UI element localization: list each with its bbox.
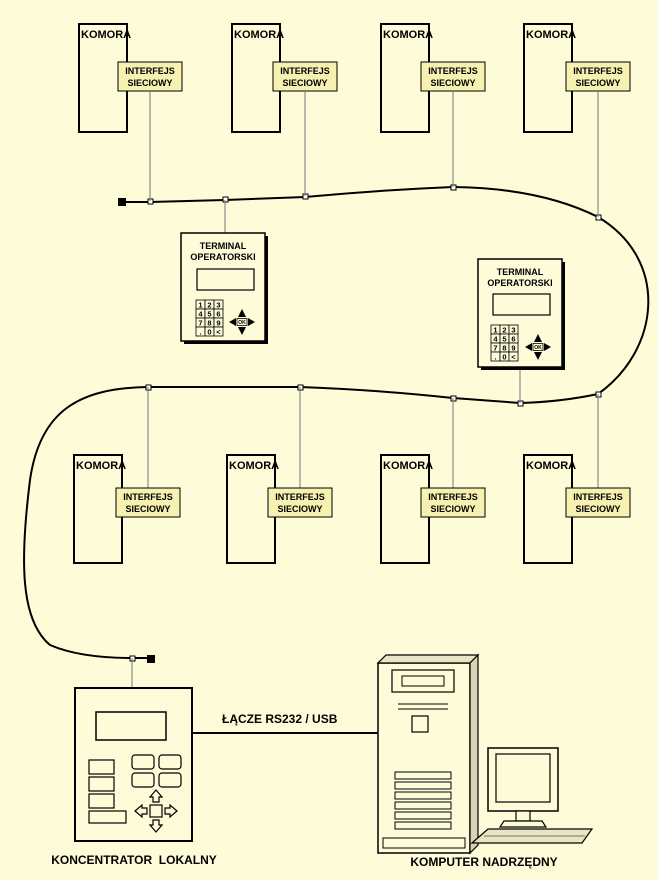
keypad-key-label: 2 <box>207 300 211 309</box>
concentrator-button <box>89 794 114 808</box>
interface-label-line2: SIECIOWY <box>575 78 620 88</box>
keypad-key-label: < <box>511 352 516 361</box>
interface-label-line2: SIECIOWY <box>282 78 327 88</box>
keypad-key-label: 7 <box>198 318 202 327</box>
chamber-bottom-4: KOMORA INTERFEJS SIECIOWY <box>524 455 630 563</box>
concentrator-button <box>89 811 126 823</box>
bus-terminator-bottom <box>147 655 155 663</box>
interface-label-line2: SIECIOWY <box>575 504 620 514</box>
concentrator-display <box>96 712 166 740</box>
chamber-label: KOMORA <box>229 460 279 472</box>
drive-bay <box>395 782 451 789</box>
interface-label-line2: SIECIOWY <box>430 78 475 88</box>
local-concentrator <box>75 688 192 841</box>
keypad-key-label: 5 <box>502 334 506 343</box>
bus-terminator-top <box>118 198 126 206</box>
interface-label-line1: INTERFEJS <box>573 492 623 502</box>
interface-label-line1: INTERFEJS <box>428 492 478 502</box>
interface-label-line2: SIECIOWY <box>125 504 170 514</box>
chamber-top-3: KOMORA INTERFEJS SIECIOWY <box>381 24 485 132</box>
drive-bay <box>395 822 451 829</box>
drive-bay <box>395 792 451 799</box>
interface-label-line1: INTERFEJS <box>428 66 478 76</box>
keypad-key-label: 3 <box>511 325 515 334</box>
chamber-top-1: KOMORA INTERFEJS SIECIOWY <box>79 24 182 132</box>
concentrator-soft-key <box>132 755 154 769</box>
ok-key-label: OK <box>238 320 246 326</box>
keypad-key-label: 5 <box>207 309 211 318</box>
interface-label-line1: INTERFEJS <box>573 66 623 76</box>
drive-bay <box>395 812 451 819</box>
terminal-display <box>493 294 550 315</box>
keypad-key-label: 1 <box>198 300 202 309</box>
chamber-top-2: KOMORA INTERFEJS SIECIOWY <box>232 24 337 132</box>
chamber-bottom-1: KOMORA INTERFEJS SIECIOWY <box>74 455 180 563</box>
computer-tower <box>378 655 478 853</box>
chamber-bottom-3: KOMORA INTERFEJS SIECIOWY <box>381 455 485 563</box>
chamber-label: KOMORA <box>383 460 433 472</box>
interface-label-line2: SIECIOWY <box>430 504 475 514</box>
drive-bay <box>395 802 451 809</box>
keypad-key-label: 6 <box>511 334 515 343</box>
chamber-bottom-2: KOMORA INTERFEJS SIECIOWY <box>227 455 332 563</box>
chamber-label: KOMORA <box>526 460 576 472</box>
keypad-key-label: 2 <box>502 325 506 334</box>
keypad-key-label: 9 <box>216 318 220 327</box>
interface-label-line1: INTERFEJS <box>280 66 330 76</box>
rs232-link-label: ŁĄCZE RS232 / USB <box>222 712 338 726</box>
keypad-key-label: . <box>199 327 201 336</box>
concentrator-button <box>89 777 114 791</box>
interface-label-line2: SIECIOWY <box>127 78 172 88</box>
concentrator-soft-key <box>159 773 181 787</box>
terminal-label-line2: OPERATORSKI <box>190 252 255 262</box>
interface-label-line1: INTERFEJS <box>125 66 175 76</box>
chamber-label: KOMORA <box>76 460 126 472</box>
keypad-key-label: 0 <box>502 352 506 361</box>
concentrator-soft-key <box>132 773 154 787</box>
interface-label-line1: INTERFEJS <box>123 492 173 502</box>
keypad-key-label: 7 <box>493 343 497 352</box>
computer-caption: KOMPUTER NADRZĘDNY <box>410 855 557 869</box>
keypad-key-label: < <box>216 327 221 336</box>
terminal-label-line1: TERMINAL <box>497 267 544 277</box>
terminal-display <box>197 269 254 290</box>
keypad-key-label: 8 <box>207 318 211 327</box>
terminal-label-line1: TERMINAL <box>200 241 247 251</box>
bus-cable <box>24 187 648 658</box>
host-computer <box>378 655 592 853</box>
keypad-key-label: 6 <box>216 309 220 318</box>
keypad-key-label: 8 <box>502 343 506 352</box>
concentrator-soft-key <box>159 755 181 769</box>
chamber-label: KOMORA <box>383 29 433 41</box>
interface-label-line1: INTERFEJS <box>275 492 325 502</box>
chamber-top-4: KOMORA INTERFEJS SIECIOWY <box>524 24 630 132</box>
computer-monitor <box>488 748 558 827</box>
keypad-key-label: 1 <box>493 325 497 334</box>
keypad-key-label: 9 <box>511 343 515 352</box>
ok-key-label: OK <box>534 345 542 351</box>
enter-button-icon <box>150 805 162 817</box>
concentrator-caption: KONCENTRATOR LOKALNY <box>51 853 217 867</box>
keypad-key-label: 0 <box>207 327 211 336</box>
chamber-label: KOMORA <box>81 29 131 41</box>
chamber-label: KOMORA <box>526 29 576 41</box>
interface-label-line2: SIECIOWY <box>277 504 322 514</box>
chamber-label: KOMORA <box>234 29 284 41</box>
keypad-key-label: 3 <box>216 300 220 309</box>
drive-bay <box>395 772 451 779</box>
concentrator-button <box>89 760 114 774</box>
terminal-label-line2: OPERATORSKI <box>487 278 552 288</box>
keypad-key-label: . <box>494 352 496 361</box>
